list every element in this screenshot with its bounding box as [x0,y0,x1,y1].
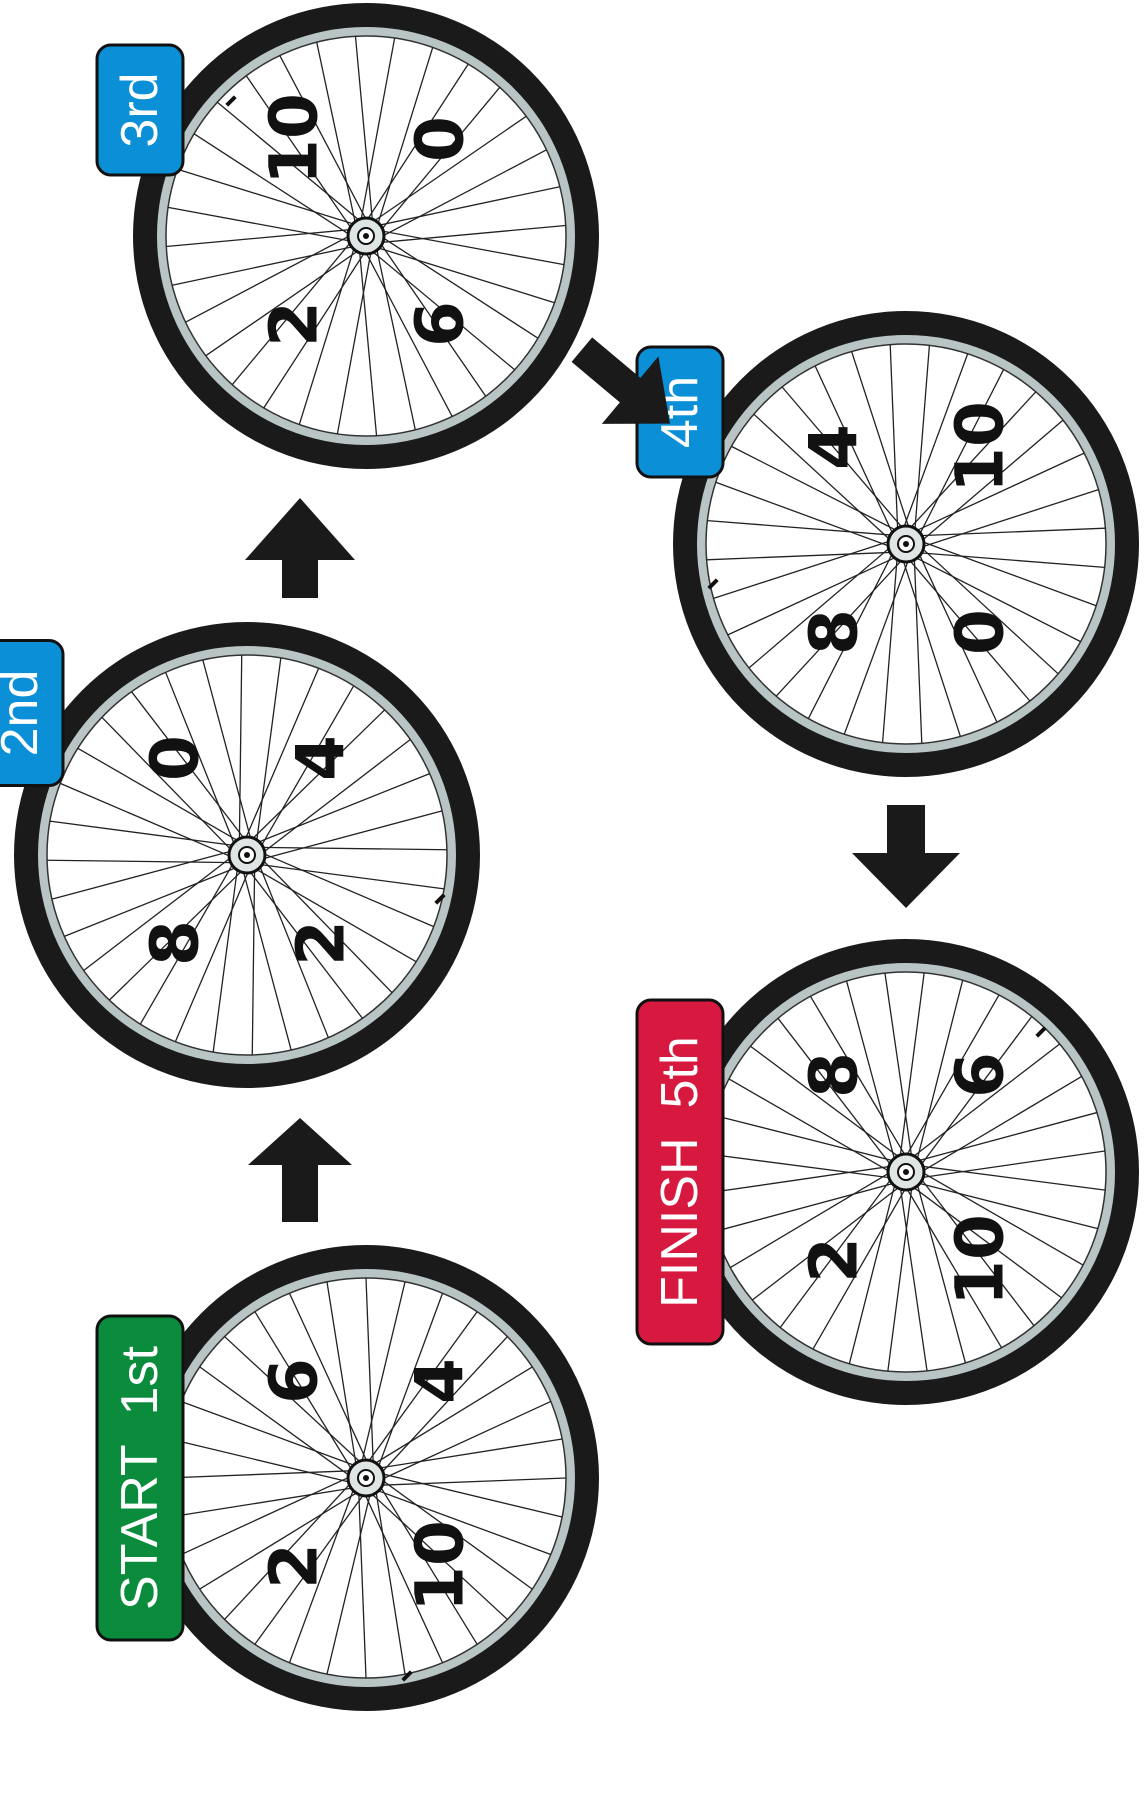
wheel-2-badge: 2nd [0,641,63,786]
wheel-1-badge: START 1st [97,1316,183,1640]
wheel-number: 2 [283,920,360,966]
wheel-1: 6 4 2 10 [133,1245,599,1711]
wheel-number: 2 [796,1237,873,1283]
wheel-2: 0 4 8 2 [14,622,480,1088]
wheel-number: 4 [283,735,360,781]
wheel-number: 8 [796,609,873,655]
wheel-number: 6 [942,1052,1019,1098]
wheel-number: 10 [256,93,333,185]
wheel-5: 8 6 2 10 [673,939,1139,1405]
wheel-number: 0 [402,116,479,162]
badge-label: FINISH 5th [651,1036,709,1308]
arrow-up-1-to-2 [248,1118,352,1222]
wheel-number: 6 [256,1358,333,1404]
wheel-number: 0 [137,735,214,781]
wheel-number: 2 [256,1543,333,1589]
wheel-number: 4 [402,1358,479,1404]
wheel-number: 8 [137,920,214,966]
wheel-number: 6 [402,301,479,347]
arrow-up-2-to-3 [245,498,355,598]
wheel-5-badge: FINISH 5th [637,1000,723,1344]
wheel-number: 4 [796,424,873,470]
badge-label: 3rd [111,72,169,147]
wheel-number: 10 [942,401,1019,493]
arrow-down-4-to-5 [852,805,960,908]
wheel-number: 0 [942,609,1019,655]
wheel-number: 8 [796,1052,873,1098]
wheel-4: 4 10 8 0 [673,311,1139,777]
wheel-3: 10 0 2 6 [133,3,599,469]
wheel-number: 10 [942,1214,1019,1306]
wheel-number: 10 [402,1520,479,1612]
wheel-3-badge: 3rd [97,45,183,175]
badge-label: 2nd [0,670,49,757]
badge-label: START 1st [111,1345,169,1609]
wheel-number: 2 [256,301,333,347]
